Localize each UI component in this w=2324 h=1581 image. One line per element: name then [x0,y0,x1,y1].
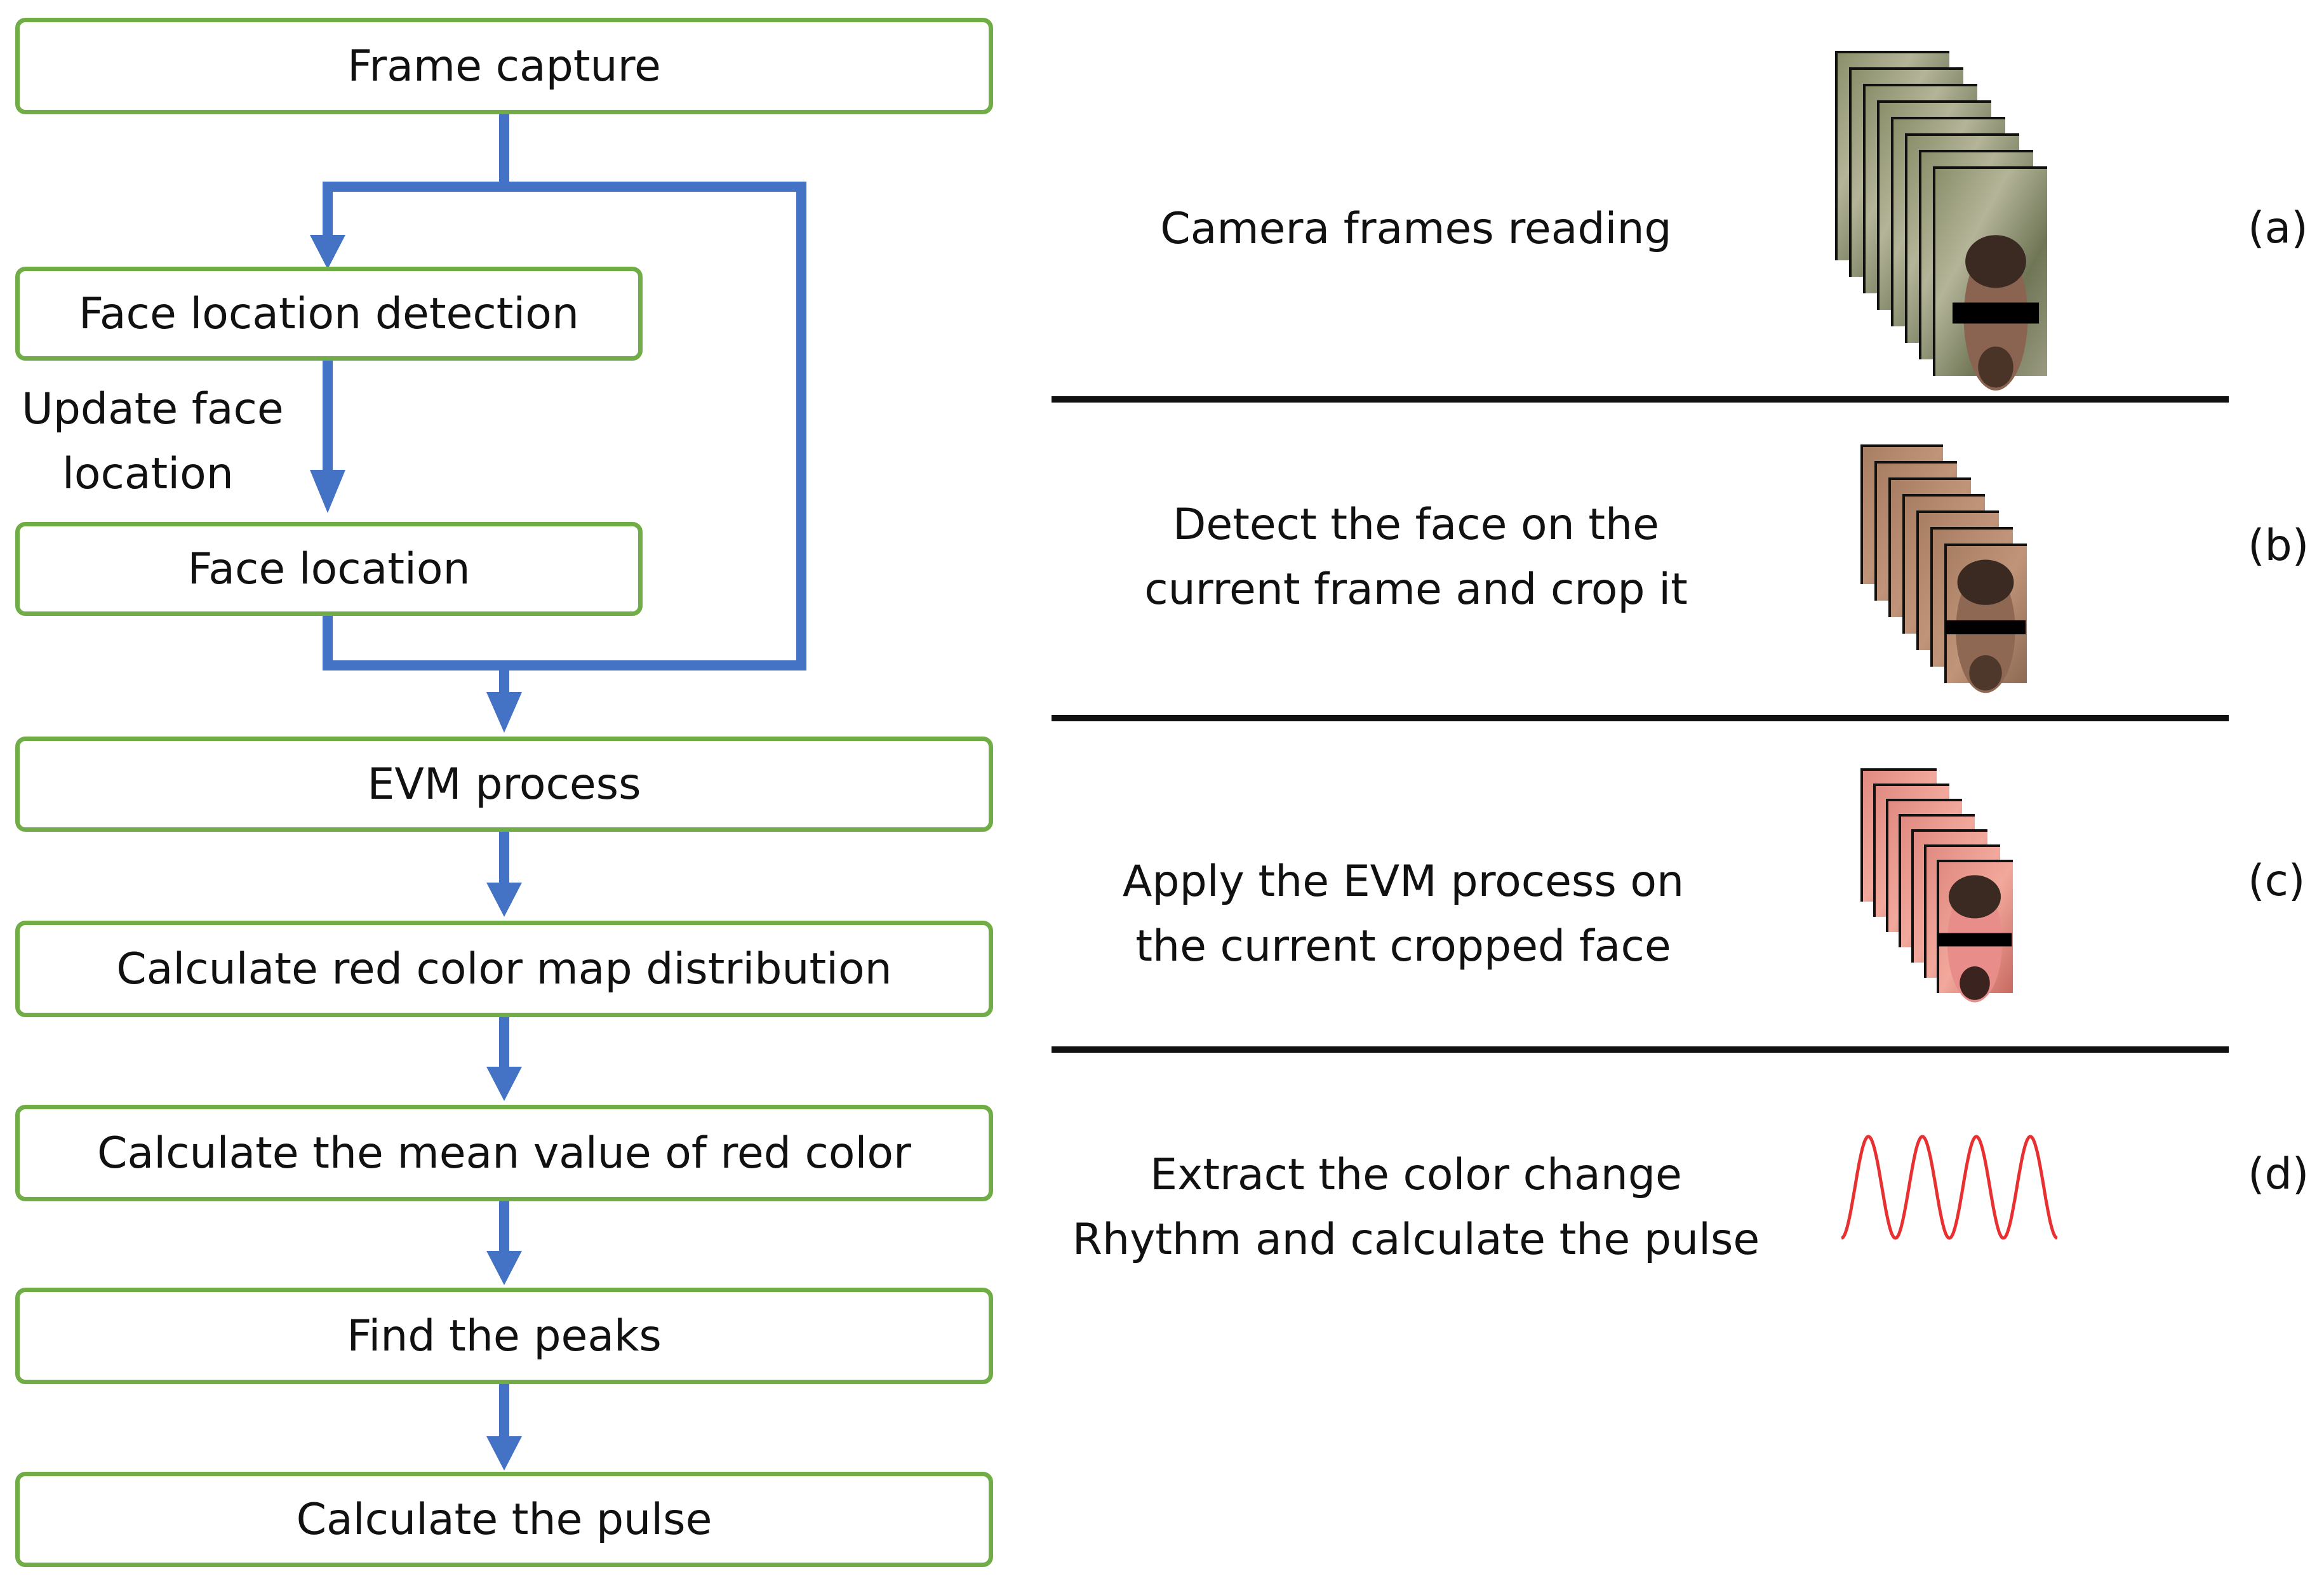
step-b-tag: (b) [2248,521,2309,571]
face-location-box: Face location [15,522,643,616]
connector-line [499,113,509,187]
step-d-line: Extract the color change [1150,1150,1682,1200]
step-a-text: Camera frames reading [1067,197,1765,262]
face-location-label: Face location [187,544,471,594]
face-location-detection-box: Face location detection [15,267,643,361]
hair [1948,875,2001,919]
censor-bar [1937,933,2012,947]
step-c-line: the current cropped face [1135,921,1671,971]
cropped-face-stack [1860,444,2027,693]
step-c-text: Apply the EVM process on the current cro… [1054,850,1753,979]
calculate-pulse-box: Calculate the pulse [15,1472,993,1567]
connector-line [323,660,806,670]
frame-capture-label: Frame capture [347,41,661,91]
arrowhead [486,1251,522,1285]
step-b-line: Detect the face on the [1173,500,1659,550]
find-peaks-label: Find the peaks [347,1311,662,1361]
step-d-line: Rhythm and calculate the pulse [1072,1215,1760,1265]
update-face-location-note: Update face location [22,377,284,507]
hair [1957,559,2014,605]
arrowhead [486,692,522,733]
arrowhead [486,883,522,917]
pulse-waveform [1841,1135,2058,1240]
connector-line [499,1201,509,1257]
red-color-map-box: Calculate red color map distribution [15,921,993,1017]
connector-line [499,832,509,889]
separator-line [1052,396,2229,403]
separator-line [1052,715,2229,721]
evm-process-label: EVM process [367,759,641,810]
beard [1960,966,1990,1000]
connector-line [499,660,509,697]
beard [1978,346,2013,388]
find-peaks-box: Find the peaks [15,1288,993,1384]
censor-bar [1945,620,2026,634]
evm-process-box: EVM process [15,737,993,832]
censor-bar [1952,302,2040,324]
update-face-location-line: location [62,449,234,499]
pulse-line [1841,1135,2058,1240]
frame-front [1933,166,2047,391]
step-b-text: Detect the face on the current frame and… [1067,493,1765,622]
arrowhead [486,1436,522,1471]
step-a-line: Camera frames reading [1160,204,1672,254]
update-face-location-line: Update face [22,384,284,434]
connector-line [499,1017,509,1073]
connector-line [796,182,806,670]
frame-front [1937,860,2013,1003]
arrowhead [486,1067,522,1101]
connector-line [323,616,333,670]
step-a-tag: (a) [2248,203,2308,253]
face-location-detection-label: Face location detection [79,288,579,339]
evm-face-stack [1860,768,2013,1003]
step-d-text: Extract the color change Rhythm and calc… [1067,1143,1765,1272]
calculate-pulse-label: Calculate the pulse [296,1494,712,1545]
connector-line [499,1384,509,1443]
separator-line [1052,1046,2229,1053]
connector-line [323,182,806,192]
mean-red-value-label: Calculate the mean value of red color [97,1128,911,1178]
frame-capture-box: Frame capture [15,18,993,114]
step-c-line: Apply the EVM process on [1122,857,1685,907]
red-color-map-label: Calculate red color map distribution [116,944,892,994]
step-b-line: current frame and crop it [1144,564,1688,615]
arrowhead [310,235,345,269]
step-d-tag: (d) [2248,1149,2309,1199]
beard [1969,655,2002,691]
frame-front [1944,544,2027,693]
mean-red-value-box: Calculate the mean value of red color [15,1105,993,1201]
connector-line [323,182,333,241]
arrowhead [310,470,345,513]
camera-frames-stack [1835,51,2047,391]
connector-line [323,359,333,477]
step-c-tag: (c) [2248,856,2306,906]
hair [1965,235,2026,288]
